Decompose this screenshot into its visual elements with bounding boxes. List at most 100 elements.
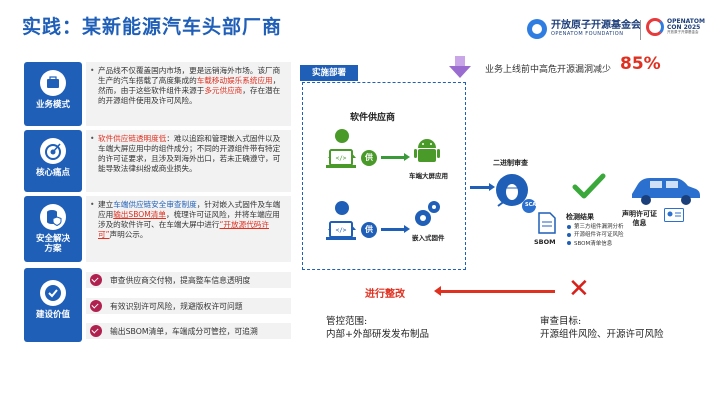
value-item-text: 输出SBOM清单，车端成分可管控，可追溯 (110, 326, 258, 336)
value-item-text: 审查供应商交付物，提高整车信息透明度 (110, 275, 251, 285)
result-item: 开源组件许可证风险 (567, 231, 624, 239)
openatom-logo-icon (527, 19, 547, 39)
bug-scan-icon (496, 174, 536, 213)
gears-icon (415, 201, 440, 226)
business-panel: 产品线不仅覆盖国内市场，更是远销海外市场。该厂商生产的汽车搭载了高度集成的车载移… (86, 62, 291, 126)
side-label-text: 安全解决 (35, 234, 70, 244)
svg-text:</>: </> (336, 227, 347, 234)
supplier-title: 软件供应商 (350, 113, 396, 123)
pain-text-red: 软件供应链透明度低 (98, 134, 167, 143)
sca-label: SCA (525, 202, 537, 208)
control-scope-label: 管控范围: (326, 316, 368, 327)
solution-text-red: 输出SBOM清单 (113, 209, 166, 219)
sbom-label: SBOM (534, 238, 556, 246)
con-logo-icon (646, 18, 664, 36)
solution-text: 建立车端供应链安全审查制度，针对嵌入式固件及车端应用输出SBOM清单，梳理许可证… (86, 196, 291, 243)
risk-reduction-percent: 85% (620, 54, 661, 74)
sbom-document-icon (538, 212, 556, 234)
arrow-right-icon (470, 183, 495, 191)
supplier-person-icon: </> (326, 129, 356, 168)
side-label-text: 业务模式 (35, 100, 70, 110)
pain-text-body: ：难以追踪和管理嵌入式固件以及车端大屏应用中的组件成分；不同的开源组件带有特定的… (98, 134, 281, 173)
openatom-con-logo: OPENATOM CON 2025 开放原子开源基金会 (646, 18, 705, 36)
side-label-text: 建设价值 (35, 310, 70, 320)
side-label-solution: 安全解决 方案 (24, 196, 82, 262)
audit-target-value: 开源组件风险、开源许可风险 (540, 328, 664, 340)
value-item: 有效识别许可风险，规避版权许可问题 (86, 298, 291, 314)
solution-text-pre: 建立 (98, 200, 114, 209)
pain-panel: 软件供应链透明度低：难以追踪和管理嵌入式固件以及车端大屏应用中的组件成分；不同的… (86, 130, 291, 192)
pain-text: 软件供应链透明度低：难以追踪和管理嵌入式固件以及车端大屏应用中的组件成分；不同的… (86, 130, 291, 177)
solution-panel: 建立车端供应链安全审查制度，针对嵌入式固件及车端应用输出SBOM清单，梳理许可证… (86, 196, 291, 262)
con-logo-line2: CON 2025 (667, 24, 701, 32)
arrow-right-icon (381, 153, 410, 161)
check-circle-icon (40, 280, 66, 306)
openatom-foundation-logo: 开放原子开源基金会 OPENATOM FOUNDATION (527, 18, 641, 40)
firmware-label: 嵌入式固件 (412, 234, 445, 242)
result-item: SBOM清单信息 (567, 240, 624, 248)
supplier-badge-2: 供 (361, 222, 377, 238)
supplier-dashed-box (302, 82, 466, 270)
arrow-right-icon (381, 225, 410, 233)
business-text-1: 产品线不仅覆盖国内市场，更是远销海外市场。该厂商生产的汽车搭载了高度集成的 (98, 66, 281, 85)
result-item-text: SBOM清单信息 (574, 240, 613, 247)
con-logo-sub: 开放原子开源基金会 (667, 30, 699, 35)
audit-target-label: 审查目标: (540, 316, 582, 327)
business-text-red: 车载移动娱乐系统应用 (196, 75, 273, 85)
side-label-value: 建设价值 (24, 268, 82, 342)
binary-check-label: 二进制审查 (493, 159, 528, 167)
supplier-person-icon-2: </> (326, 201, 356, 240)
business-text: 产品线不仅覆盖国内市场，更是远销海外市场。该厂商生产的汽车搭载了高度集成的车载移… (86, 62, 291, 109)
logo-en-text: OPENATOM FOUNDATION (551, 31, 624, 37)
logo-divider (640, 20, 641, 40)
solution-text-mid: ，针对嵌入式固件及车端应用 (98, 200, 281, 219)
check-icon (90, 325, 102, 337)
side-label-text: 核心痛点 (35, 168, 70, 178)
logo-cn-text: 开放原子开源基金会 (551, 20, 641, 31)
value-item: 输出SBOM清单，车端成分可管控，可追溯 (86, 323, 291, 339)
side-label-pain: 核心痛点 (24, 130, 82, 192)
result-item-text: 开源组件许可证风险 (574, 232, 624, 239)
reject-x-icon: ✕ (568, 274, 590, 304)
check-icon (90, 274, 102, 286)
target-icon (40, 138, 66, 164)
result-title: 检测结果 (566, 213, 594, 221)
side-label-text-2: 方案 (44, 244, 62, 255)
solution-text-red2: “开放源代码许可” (98, 219, 269, 239)
big-check-icon (572, 173, 606, 199)
svg-text:</>: </> (336, 155, 347, 162)
rectify-label: 进行整改 (365, 289, 405, 300)
android-icon (414, 139, 440, 162)
business-text-2: ，然而，由于这些软件组件来源于 (98, 75, 281, 95)
result-item: 第三方组件漏洞分析 (567, 223, 624, 231)
supplier-badge: 供 (361, 150, 377, 166)
license-info-label: 声明许可证 信息 (622, 210, 657, 228)
control-scope-value: 内部+外部研发发布制品 (326, 328, 429, 340)
side-label-business: 业务模式 (24, 62, 82, 126)
solution-text-mid2: ，梳理许可证风险，并将车端应用涉及的软件许可、在车端大屏中进行 (98, 209, 280, 229)
result-item-text: 第三方组件漏洞分析 (574, 224, 624, 230)
database-shield-icon (40, 204, 66, 230)
app-label: 车端大屏应用 (409, 172, 448, 180)
control-scope: 管控范围: 内部+外部研发发布制品 (326, 316, 429, 342)
license-info-line1: 声明许可证 (622, 210, 657, 218)
id-card-icon (664, 208, 684, 222)
business-text-3: ，存在潜在的开源组件使用及许可风险。 (98, 85, 281, 105)
result-list: 第三方组件漏洞分析 开源组件许可证风险 SBOM清单信息 (567, 223, 624, 248)
value-item-text: 有效识别许可风险，规避版权许可问题 (110, 301, 243, 311)
risk-reduction-text: 业务上线前中高危开源漏洞减少 (485, 65, 612, 75)
audit-target: 审查目标: 开源组件风险、开源许可风险 (540, 316, 664, 342)
briefcase-icon (40, 70, 66, 96)
page-title: 实践：某新能源汽车头部厂商 (22, 16, 283, 38)
down-arrow-icon (455, 56, 465, 66)
business-text-red-2: 多元供应商 (204, 85, 243, 95)
arrow-left-icon (434, 286, 555, 296)
solution-text-blue: 车端供应链安全审查制度 (113, 200, 197, 209)
implementation-tag: 实施部署 (300, 65, 358, 81)
check-icon (90, 300, 102, 312)
value-item: 审查供应商交付物，提高整车信息透明度 (86, 272, 291, 288)
license-info-line2: 信息 (632, 218, 647, 227)
con-logo-line1: OPENATOM (667, 17, 705, 25)
car-icon (632, 178, 700, 205)
down-arrow-head (449, 66, 471, 78)
